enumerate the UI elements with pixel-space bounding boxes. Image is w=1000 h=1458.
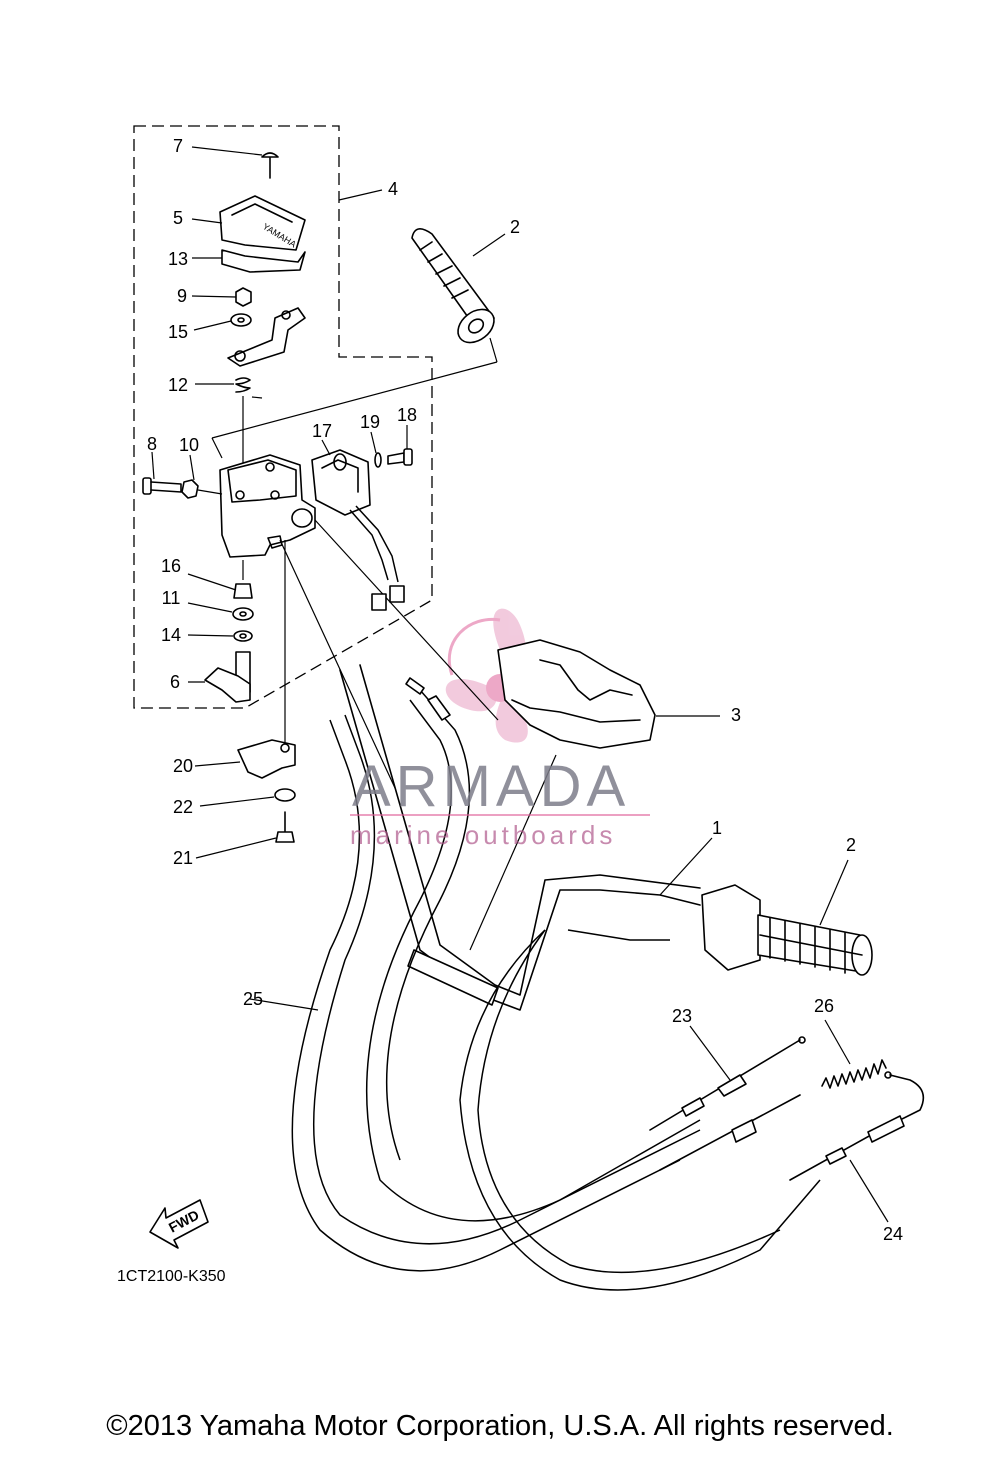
part-cover-5: YAMAHA xyxy=(191,195,306,251)
callout-26: 26 xyxy=(814,996,834,1016)
assembly-boundary xyxy=(133,125,433,709)
part-washer-15 xyxy=(193,313,252,331)
part-cable-23 xyxy=(649,1025,806,1131)
part-cable-assembly xyxy=(249,677,821,1291)
part-cover-3 xyxy=(497,639,720,749)
copyright-footer: ©2013 Yamaha Motor Corporation, U.S.A. A… xyxy=(106,1410,894,1442)
drawing-code: 1CT2100-K350 xyxy=(117,1268,226,1285)
callout-3: 3 xyxy=(731,705,741,725)
callout-20: 20 xyxy=(173,756,193,776)
part-nut-10 xyxy=(181,454,223,499)
callout-7: 7 xyxy=(173,136,183,156)
part-cable-middle xyxy=(659,1094,801,1171)
callout-15: 15 xyxy=(168,322,188,342)
callout-layer: 7 4 5 2 13 9 15 12 17 19 18 8 10 16 11 1… xyxy=(147,136,903,1244)
part-washer-22 xyxy=(199,788,296,807)
callout-2-upper: 2 xyxy=(510,217,520,237)
part-lever-bracket xyxy=(227,307,306,367)
part-washer-14 xyxy=(187,630,253,642)
callout-1: 1 xyxy=(712,818,722,838)
callout-21: 21 xyxy=(173,848,193,868)
callout-8: 8 xyxy=(147,434,157,454)
watermark-tagline: marine outboards xyxy=(350,820,616,850)
callout-12: 12 xyxy=(168,375,188,395)
callout-25: 25 xyxy=(243,989,263,1009)
callout-9: 9 xyxy=(177,286,187,306)
callout-16: 16 xyxy=(161,556,181,576)
callout-24: 24 xyxy=(883,1224,903,1244)
callout-18: 18 xyxy=(397,405,417,425)
callout-10: 10 xyxy=(179,435,199,455)
part-spring-26 xyxy=(821,1019,887,1089)
part-grip-upper xyxy=(411,228,506,363)
part-switch-17 xyxy=(311,439,405,611)
callout-2-lower: 2 xyxy=(846,835,856,855)
part-switch-housing xyxy=(219,454,499,789)
part-nut-9 xyxy=(191,287,252,307)
callout-11: 11 xyxy=(162,588,181,608)
callout-5: 5 xyxy=(173,208,183,228)
part-washer-19 xyxy=(370,431,382,468)
callout-13: 13 xyxy=(168,249,188,269)
fwd-arrow-icon: FWD xyxy=(149,1199,209,1249)
callout-17: 17 xyxy=(312,421,332,441)
part-screw-21 xyxy=(195,811,295,859)
part-grip-right xyxy=(701,859,873,976)
part-screw-18 xyxy=(387,425,413,466)
callout-22: 22 xyxy=(173,797,193,817)
part-gasket-13 xyxy=(192,249,306,273)
part-handlebar-1 xyxy=(339,664,713,1011)
parts-diagram: YAMAHA xyxy=(117,125,925,1291)
watermark-brand: ARMADA xyxy=(352,754,630,819)
callout-4: 4 xyxy=(388,179,398,199)
part-cable-24 xyxy=(789,1071,925,1223)
callout-14: 14 xyxy=(161,625,181,645)
callout-19: 19 xyxy=(360,412,380,432)
callout-6: 6 xyxy=(170,672,180,692)
part-bracket-20 xyxy=(194,739,296,779)
part-pivot-6 xyxy=(188,651,251,703)
part-screw-7 xyxy=(191,146,279,179)
part-bolt-8 xyxy=(142,451,182,495)
callout-23: 23 xyxy=(672,1006,692,1026)
part-washer-11 xyxy=(187,602,254,621)
part-collar-16 xyxy=(187,560,253,599)
